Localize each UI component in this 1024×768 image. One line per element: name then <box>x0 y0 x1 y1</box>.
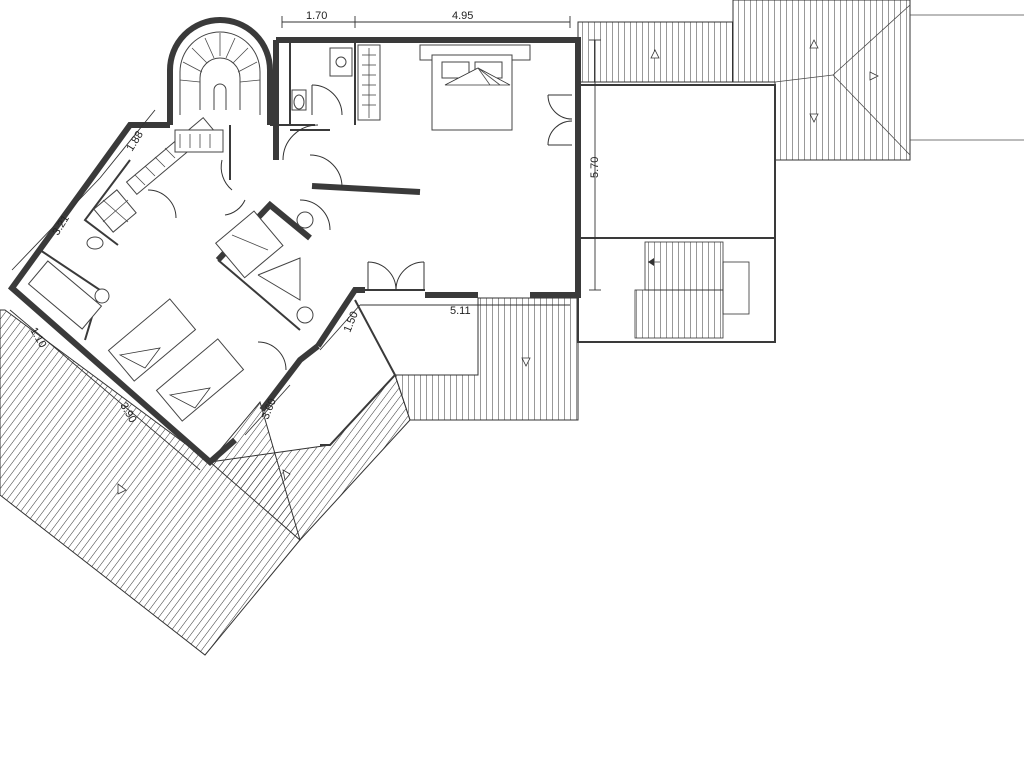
master-doors <box>282 94 573 291</box>
slope-arrow-icon <box>809 113 819 123</box>
dimension-label: 5.70 <box>589 157 601 178</box>
slope-arrow-icon <box>117 483 127 495</box>
slope-arrow-icon <box>521 357 531 367</box>
slope-arrow-icon <box>809 39 819 49</box>
terrace-south <box>394 297 579 421</box>
master-wardrobe <box>357 44 381 121</box>
west-closet <box>125 117 224 195</box>
dimension-label: 1.70 <box>306 10 327 22</box>
spiral-staircase <box>179 31 261 115</box>
dimension-lines <box>9 16 601 471</box>
exterior-staircase <box>577 237 776 343</box>
west-bedroom-beds <box>107 159 287 422</box>
dimension-label: 5.11 <box>450 305 471 317</box>
slope-arrow-icon <box>282 469 291 481</box>
terrace-southwest <box>0 309 411 656</box>
slope-arrow-icon <box>650 49 660 59</box>
dimension-label: 3.21 <box>50 213 72 238</box>
middle-bathroom <box>215 199 331 324</box>
master-ensuite <box>291 47 353 116</box>
dimension-label: 4.95 <box>452 10 473 22</box>
dimension-label: 3.60 <box>260 397 279 421</box>
master-bedroom-bed <box>419 44 531 131</box>
slope-arrow-icon <box>869 71 879 81</box>
arrow-left-icon <box>648 258 654 266</box>
terrace-top-right <box>577 0 911 161</box>
dimension-label: 1.50 <box>342 310 361 334</box>
west-bathroom <box>27 189 177 330</box>
